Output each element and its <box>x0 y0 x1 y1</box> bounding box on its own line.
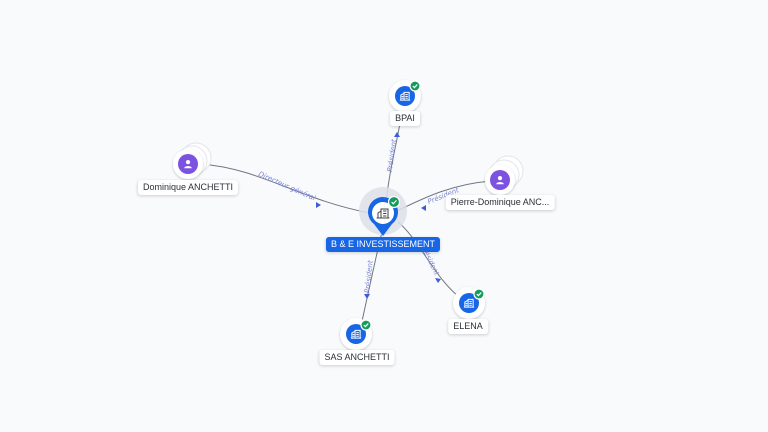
building-icon <box>376 208 390 219</box>
check-icon <box>363 323 369 328</box>
company-badge <box>346 324 366 344</box>
arrow-icon <box>394 132 400 137</box>
edge-labels: Directeur général Président Président Pr… <box>257 139 460 294</box>
edge-elena-president[interactable] <box>397 221 464 301</box>
company-badge <box>459 293 479 313</box>
check-icon <box>476 292 482 297</box>
node-bpai[interactable] <box>389 80 421 112</box>
node-dominique-anchetti[interactable] <box>173 142 212 179</box>
verified-badge <box>473 288 485 300</box>
edges <box>199 99 493 331</box>
edge-dominique-directeur-general[interactable] <box>199 163 371 214</box>
node-pierre-dominique[interactable] <box>485 155 524 195</box>
node-elena[interactable] <box>453 287 485 319</box>
company-badge <box>395 86 415 106</box>
node-label-b-e-investissement[interactable]: B & E INVESTISSEMENT <box>325 237 441 252</box>
node-label-pierre-dominique[interactable]: Pierre-Dominique ANC... <box>445 195 555 210</box>
node-label-dominique-anchetti[interactable]: Dominique ANCHETTI <box>137 180 239 195</box>
verified-badge <box>360 319 372 331</box>
edge-label-sas-president: Président <box>363 260 374 294</box>
arrowheads <box>316 132 441 299</box>
node-label-elena[interactable]: ELENA <box>448 319 488 334</box>
node-label-sas-anchetti[interactable]: SAS ANCHETTI <box>319 350 395 365</box>
arrow-icon <box>364 294 370 299</box>
check-icon <box>391 199 397 205</box>
verified-badge <box>409 80 421 92</box>
node-sas-anchetti[interactable] <box>340 318 372 350</box>
node-b-e-investissement[interactable] <box>359 187 407 236</box>
arrow-icon <box>435 278 441 283</box>
arrow-icon <box>316 202 321 208</box>
verified-badge <box>387 195 401 209</box>
edge-label-bpai-president: Président <box>386 139 399 173</box>
arrow-icon <box>421 205 426 211</box>
edge-label-directeur-general: Directeur général <box>257 170 317 202</box>
check-icon <box>412 84 418 89</box>
node-label-bpai[interactable]: BPAI <box>390 111 420 126</box>
